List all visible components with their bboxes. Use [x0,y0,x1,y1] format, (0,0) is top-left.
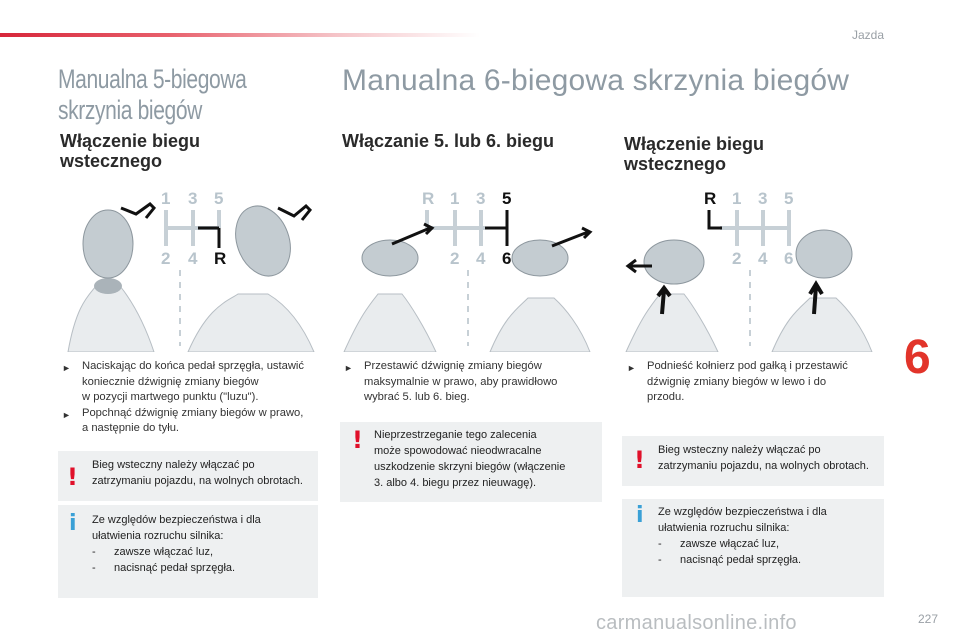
section-label: Jazda [851,28,884,42]
warning-icon: ! [634,446,645,474]
info-icon: i [69,511,77,536]
text-line: a następnie do tyłu. [82,422,180,434]
middle-gearshift-illustration: R 1 3 5 2 4 6 [340,186,602,352]
info-icon: i [636,503,644,528]
text-line: Przestawić dźwignię zmiany biegów [364,360,542,372]
warning-text: Nieprzestrzeganie tego zalecenia może sp… [374,427,565,491]
arrow-bullet-icon: ► [344,363,353,373]
warning-text: Bieg wsteczny należy włączać po zatrzyma… [92,457,303,489]
list-item: ► Przestawić dźwignię zmiany biegów maks… [344,359,602,406]
text-line: nacisnąć pedał sprzęgła. [680,554,802,566]
text-line: zatrzymaniu pojazdu, na wolnych obrotach… [658,460,869,472]
arrow-bullet-icon: ► [62,409,71,420]
left-warning-box: ! Bieg wsteczny należy włączać po zatrzy… [58,451,318,501]
gear-label: 1 [161,189,170,208]
left-title-line1: Manualna 5-biegowa [58,64,247,94]
middle-heading: Włączanie 5. lub 6. biegu [342,131,555,151]
list-item: -zawsze włączać luz, [658,538,780,550]
left-heading: Włączenie biegu wstecznego [60,131,200,171]
gear-label-active: R [214,249,226,268]
middle-instructions: ► Przestawić dźwignię zmiany biegów maks… [344,359,602,406]
gear-label: 5 [784,189,793,208]
gear-label-active: 5 [502,189,511,208]
gear-label: 3 [758,189,767,208]
right-instructions: ► Podnieść kołnierz pod gałką i przestaw… [627,359,885,406]
gear-label: 5 [214,189,223,208]
text-line: Ze względów bezpieczeństwa i dla [92,514,261,526]
right-heading-line1: Włączenie biegu [624,134,765,154]
text-line: wybrać 5. lub 6. bieg. [364,391,470,403]
left-heading-line2: wstecznego [60,151,163,171]
main-title: Manualna 6-biegowa skrzynia biegów [342,64,850,97]
right-gearshift-illustration: R 1 3 5 2 4 6 [622,186,886,352]
text-line: Nieprzestrzeganie tego zalecenia [374,429,537,441]
gear-label: 4 [188,249,198,268]
info-text: Ze względów bezpieczeństwa i dla ułatwie… [92,512,261,576]
gear-label: 3 [188,189,197,208]
arrow-bullet-icon: ► [62,363,71,373]
gear-label: R [422,189,434,208]
text-line: Bieg wsteczny należy włączać po [92,459,255,471]
left-title: Manualna 5-biegowa skrzynia biegów [58,64,247,126]
list-item: -zawsze włączać luz, [92,546,214,558]
text-line: ułatwienia rozruchu silnika: [658,522,790,534]
gear-label: 6 [784,249,793,268]
text-line: nacisnąć pedał sprzęgła. [114,562,236,574]
text-line: ułatwienia rozruchu silnika: [92,530,224,542]
gear-label: 4 [476,249,486,268]
left-heading-line1: Włączenie biegu [60,131,201,151]
text-line: uszkodzenie skrzyni biegów (włączenie [374,461,566,473]
left-gearshift-illustration: 1 3 5 2 4 R [58,186,318,352]
list-item: ► Popchnąć dźwignię zmiany biegów w praw… [62,406,320,437]
text-line: Ze względów bezpieczeństwa i dla [658,506,827,518]
page-number: 227 [917,612,938,626]
right-heading-line2: wstecznego [624,154,727,174]
info-text: Ze względów bezpieczeństwa i dla ułatwie… [658,504,827,568]
text-line: Popchnąć dźwignię zmiany biegów w prawo, [82,406,304,419]
text-line: Podnieść kołnierz pod gałką i przestawić [647,360,848,372]
text-line: w pozycji martwego punktu ("luzu"). [82,391,259,403]
warning-icon: ! [67,463,78,491]
gear-label: 2 [161,249,170,268]
list-item: -nacisnąć pedał sprzęgła. [92,562,236,574]
gear-label: 2 [450,249,459,268]
text-line: przodu. [647,391,685,403]
warning-icon: ! [352,426,363,454]
warning-text: Bieg wsteczny należy włączać po zatrzyma… [658,442,869,474]
right-warning-box: ! Bieg wsteczny należy włączać po zatrzy… [622,436,884,486]
list-item: -nacisnąć pedał sprzęgła. [658,554,802,566]
middle-warning-box: ! Nieprzestrzeganie tego zalecenia może … [340,422,602,502]
watermark: carmanualsonline.info [596,612,797,634]
gear-label: 1 [732,189,741,208]
gear-label: 2 [732,249,741,268]
left-info-box: i Ze względów bezpieczeństwa i dla ułatw… [58,505,318,598]
arrow-bullet-icon: ► [627,363,636,373]
text-line: 3. albo 4. biegu przez nieuwagę). [374,477,537,489]
list-item: ► Podnieść kołnierz pod gałką i przestaw… [627,359,885,406]
text-line: dźwignię zmiany biegów w lewo i do [647,375,827,388]
text-line: Naciskając do końca pedał sprzęgła, usta… [82,360,305,372]
text-line: Bieg wsteczny należy włączać po [658,444,821,456]
text-line: zawsze włączać luz, [114,546,214,558]
text-line: może spowodować nieodwracalne [374,445,542,457]
header-accent-bar [0,33,480,37]
text-line: zatrzymaniu pojazdu, na wolnych obrotach… [92,475,303,487]
right-heading: Włączenie biegu wstecznego [624,134,764,174]
text-line: koniecznie dźwignię zmiany biegów [82,375,259,388]
gear-label-active: R [704,189,716,208]
left-instructions: ► Naciskając do końca pedał sprzęgła, us… [62,359,320,437]
gear-label: 4 [758,249,768,268]
text-line: zawsze włączać luz, [680,538,780,550]
text-line: maksymalnie w prawo, aby prawidłowo [364,375,558,388]
gear-label-active: 6 [502,249,511,268]
gear-label: 1 [450,189,459,208]
gear-label: 3 [476,189,485,208]
left-title-line2: skrzynia biegów [58,95,202,125]
right-info-box: i Ze względów bezpieczeństwa i dla ułatw… [622,499,884,597]
chapter-number: 6 [904,331,931,384]
list-item: ► Naciskając do końca pedał sprzęgła, us… [62,359,320,406]
